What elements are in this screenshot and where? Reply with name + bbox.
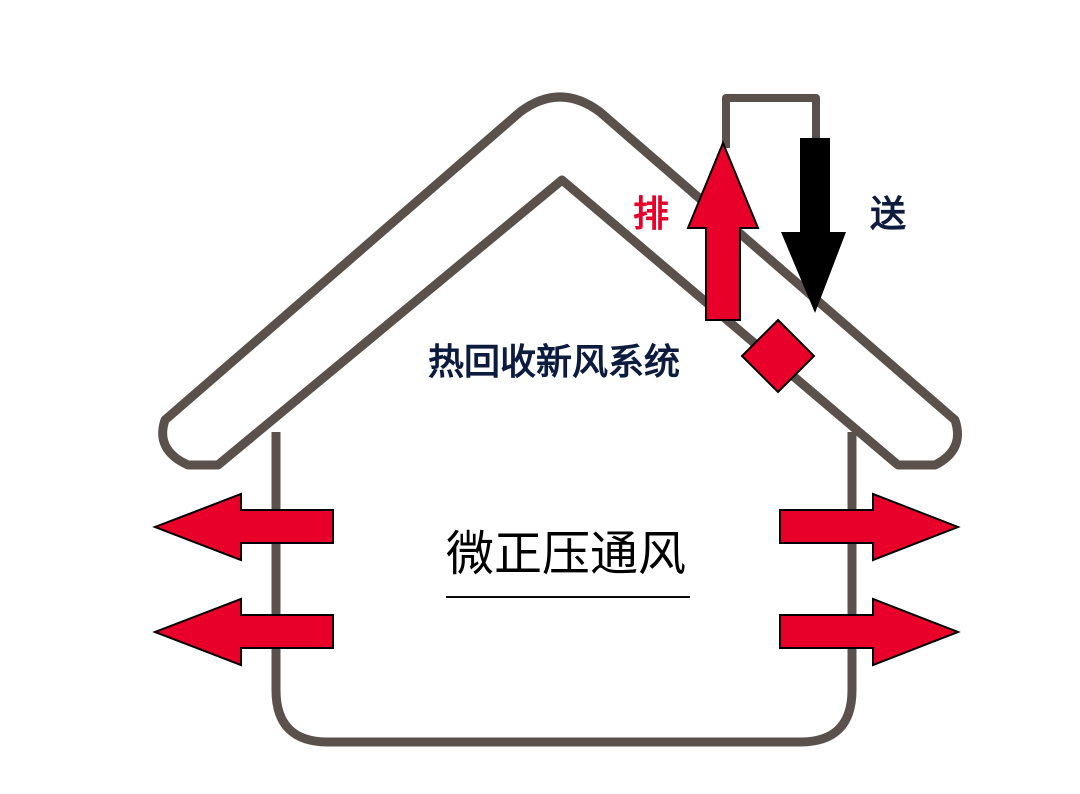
supply-label: 送 (870, 194, 907, 235)
chimney-duct (722, 94, 820, 148)
system-name-label: 热回收新风系统 (428, 342, 681, 383)
left-outflow-arrow-bottom-icon (152, 597, 334, 667)
ventilation-mode-label: 微正压通风 (446, 526, 687, 582)
left-outflow-arrow-top-icon (152, 492, 334, 562)
right-outflow-arrow-top-icon (779, 492, 961, 562)
heat-exchanger-diamond-icon (740, 318, 816, 394)
right-outflow-arrow-bottom-icon (779, 597, 961, 667)
exhaust-label: 排 (633, 194, 670, 235)
house-body-outline (271, 432, 857, 747)
supply-arrow-icon (781, 138, 846, 313)
exhaust-arrow-icon (686, 140, 760, 321)
roof-outer-outline (158, 92, 962, 470)
